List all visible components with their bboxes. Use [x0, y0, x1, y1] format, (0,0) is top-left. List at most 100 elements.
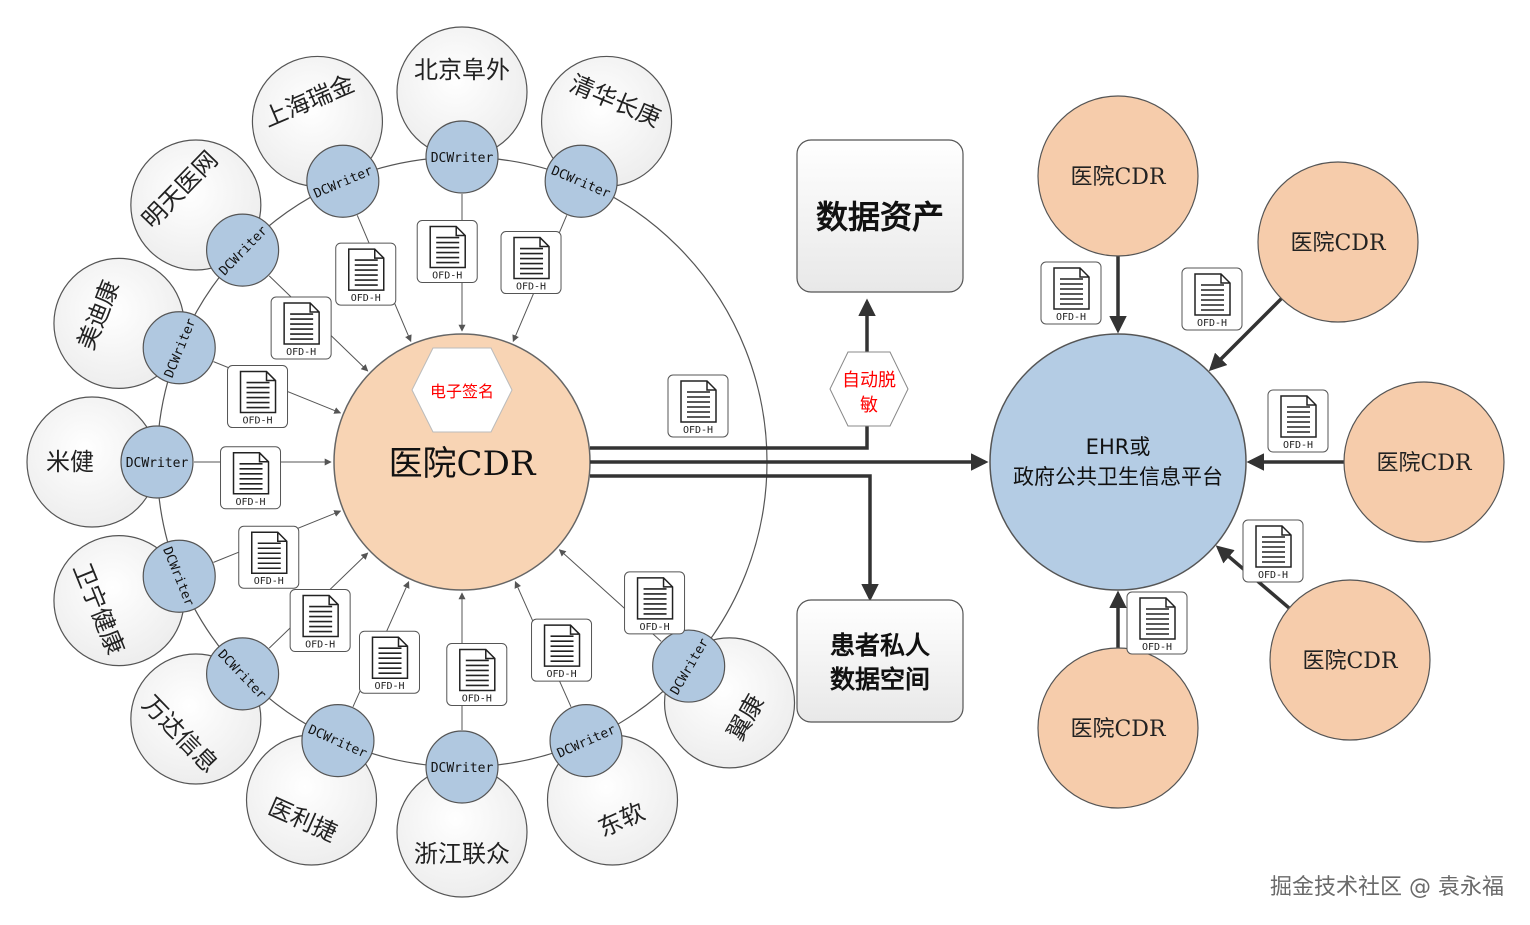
hospital-7-dcwriter-node[interactable]: DCWriter: [142, 539, 216, 613]
watermark: 掘金技术社区 @ 袁永福: [1270, 875, 1504, 900]
remote-cdr-1-circle: [1037, 95, 1199, 257]
remote-cdr-5-ofd-doc-label: OFD-H: [1142, 642, 1172, 653]
remote-cdr-1-ofd-doc: OFD-H: [1040, 261, 1102, 325]
hospital-10-dcwriter-label: DCWriter: [431, 761, 494, 776]
hospital-2-ofd-doc-label: OFD-H: [516, 282, 546, 293]
hospital-1-dcwriter-label: DCWriter: [431, 151, 494, 166]
hospital-11-dcwriter-circle: [549, 704, 623, 778]
hospital-6-ofd-doc: OFD-H: [220, 446, 282, 510]
hospital-6-ofd-doc-label: OFD-H: [235, 497, 265, 508]
remote-cdr-3-label: 医院CDR: [1376, 451, 1472, 476]
hospital-1-ofd-doc: OFD-H: [416, 220, 478, 284]
hospital-6-label: 米健: [46, 448, 94, 476]
hospital-10-ofd-doc-label: OFD-H: [462, 693, 492, 704]
remote-cdr-2-ofd-doc: OFD-H: [1181, 267, 1243, 331]
hospital-5-dcwriter-circle: [142, 311, 216, 385]
ehr-platform-node[interactable]: EHR或 政府公共卫生信息平台: [989, 333, 1247, 591]
hospital-2-ofd-doc: OFD-H: [500, 231, 562, 295]
personal-space-line2: 数据空间: [830, 665, 930, 694]
remote-cdr-5-node[interactable]: 医院CDR: [1037, 647, 1199, 809]
hospital-8-ofd-doc-label: OFD-H: [305, 640, 335, 651]
hospital-12-ofd-doc: OFD-H: [624, 571, 686, 635]
hospital-4-ofd-doc-label: OFD-H: [286, 347, 316, 358]
hospital-9-dcwriter-node[interactable]: DCWriter: [301, 704, 375, 778]
hospital-9-ofd-doc-label: OFD-H: [374, 681, 404, 692]
hospital-8-ofd-doc: OFD-H: [289, 589, 351, 653]
data-assets-label: 数据资产: [816, 198, 944, 236]
hospital-11-ofd-doc: OFD-H: [531, 618, 593, 682]
hospital-1-label: 北京阜外: [414, 56, 510, 84]
remote-cdr-5-circle: [1037, 647, 1199, 809]
remote-cdr-1-ofd-doc-label: OFD-H: [1056, 312, 1086, 323]
hospital-7-dcwriter-circle: [142, 539, 216, 613]
desensitize-badge: 自动脱 敏: [829, 351, 909, 427]
signature-badge-label: 电子签名: [430, 382, 494, 401]
remote-cdr-4-ofd-doc-label: OFD-H: [1258, 570, 1288, 581]
remote-cdr-2-arrow: [1208, 297, 1283, 372]
hospital-2-dcwriter-node[interactable]: DCWriter: [544, 144, 618, 218]
personal-space-box[interactable]: 患者私人 数据空间: [796, 599, 964, 723]
hospital-10-ofd-doc: OFD-H: [446, 642, 508, 706]
remote-cdr-2-ofd-doc-label: OFD-H: [1197, 318, 1227, 329]
hospital-7-ofd-doc: OFD-H: [238, 525, 300, 589]
hospital-3-dcwriter-node[interactable]: DCWriter: [306, 144, 380, 218]
hospital-9-dcwriter-circle: [301, 704, 375, 778]
hospital-10-dcwriter-circle: [425, 730, 499, 804]
remote-cdr-4-circle: [1269, 579, 1431, 741]
output-connectors: [590, 298, 989, 602]
hospital-1-dcwriter-node[interactable]: DCWriter: [425, 120, 499, 194]
hospital-10-label: 浙江联众: [414, 840, 510, 868]
hospital-12-dcwriter-circle: [652, 629, 726, 703]
remote-cdr-3-node[interactable]: 医院CDR: [1343, 381, 1505, 543]
hospital-1-node[interactable]: 北京阜外: [396, 26, 528, 158]
remote-cdr-4-ofd-doc: OFD-H: [1242, 519, 1304, 583]
remote-cdr-5-ofd-doc: OFD-H: [1126, 591, 1188, 655]
remote-cdr-4-node[interactable]: 医院CDR: [1269, 579, 1431, 741]
desensitize-line2: 敏: [860, 395, 878, 416]
hospital-3-ofd-doc-label: OFD-H: [351, 293, 381, 304]
remote-cdr-1-node[interactable]: 医院CDR: [1037, 95, 1199, 257]
output-ofd-doc: OFD-H: [667, 374, 729, 438]
hospital-10-dcwriter-node[interactable]: DCWriter: [425, 730, 499, 804]
hospital-9-ofd-doc: OFD-H: [358, 630, 420, 694]
remote-cdr-3-ofd-doc: OFD-H: [1267, 389, 1329, 453]
hospital-6-dcwriter-node[interactable]: DCWriter: [120, 425, 194, 499]
hospital-1-dcwriter-circle: [425, 120, 499, 194]
hospital-8-dcwriter-node[interactable]: DCWriter: [206, 637, 280, 711]
center-cdr-label: 医院CDR: [389, 444, 537, 484]
hospital-4-dcwriter-node[interactable]: DCWriter: [206, 213, 280, 287]
remote-cdr-3-circle: [1343, 381, 1505, 543]
hospital-5-ofd-doc: OFD-H: [227, 365, 289, 429]
personal-space-line1: 患者私人: [830, 631, 930, 660]
remote-cdr-2-label: 医院CDR: [1290, 231, 1386, 256]
hospital-10-node[interactable]: 浙江联众: [396, 766, 528, 898]
remote-cdr-4-label: 医院CDR: [1302, 649, 1398, 674]
remote-cdr-2-node[interactable]: 医院CDR: [1257, 161, 1419, 323]
remote-cdr-1-label: 医院CDR: [1070, 165, 1166, 190]
signature-badge: 电子签名: [411, 347, 513, 433]
platform-line2: 政府公共卫生信息平台: [1013, 465, 1223, 489]
hospital-6-dcwriter-label: DCWriter: [126, 456, 189, 471]
desensitize-line1: 自动脱: [842, 370, 896, 391]
hospital-8-node[interactable]: 万达信息: [130, 653, 262, 785]
hospital-7-ofd-doc-label: OFD-H: [254, 576, 284, 587]
hospital-2-dcwriter-circle: [544, 144, 618, 218]
hospital-5-dcwriter-node[interactable]: DCWriter: [142, 311, 216, 385]
hospital-4-dcwriter-circle: [206, 213, 280, 287]
hospital-12-dcwriter-node[interactable]: DCWriter: [652, 629, 726, 703]
hospital-12-ofd-doc-label: OFD-H: [639, 622, 669, 633]
remote-cdr-3-ofd-doc-label: OFD-H: [1283, 440, 1313, 451]
center-cdr-node[interactable]: 医院CDR: [333, 333, 591, 591]
output-ofd-doc-label: OFD-H: [683, 425, 713, 436]
data-assets-box[interactable]: 数据资产: [796, 139, 964, 293]
platform-line1: EHR或: [1086, 435, 1151, 459]
hospital-11-ofd-doc-label: OFD-H: [546, 669, 576, 680]
hospital-1-ofd-doc-label: OFD-H: [432, 271, 462, 282]
hospital-6-dcwriter-circle: [120, 425, 194, 499]
hospital-3-dcwriter-circle: [306, 144, 380, 218]
hospital-5-ofd-doc-label: OFD-H: [242, 416, 272, 427]
remote-cdr-2-circle: [1257, 161, 1419, 323]
hospital-11-dcwriter-node[interactable]: DCWriter: [549, 704, 623, 778]
hospital-8-dcwriter-circle: [206, 637, 280, 711]
